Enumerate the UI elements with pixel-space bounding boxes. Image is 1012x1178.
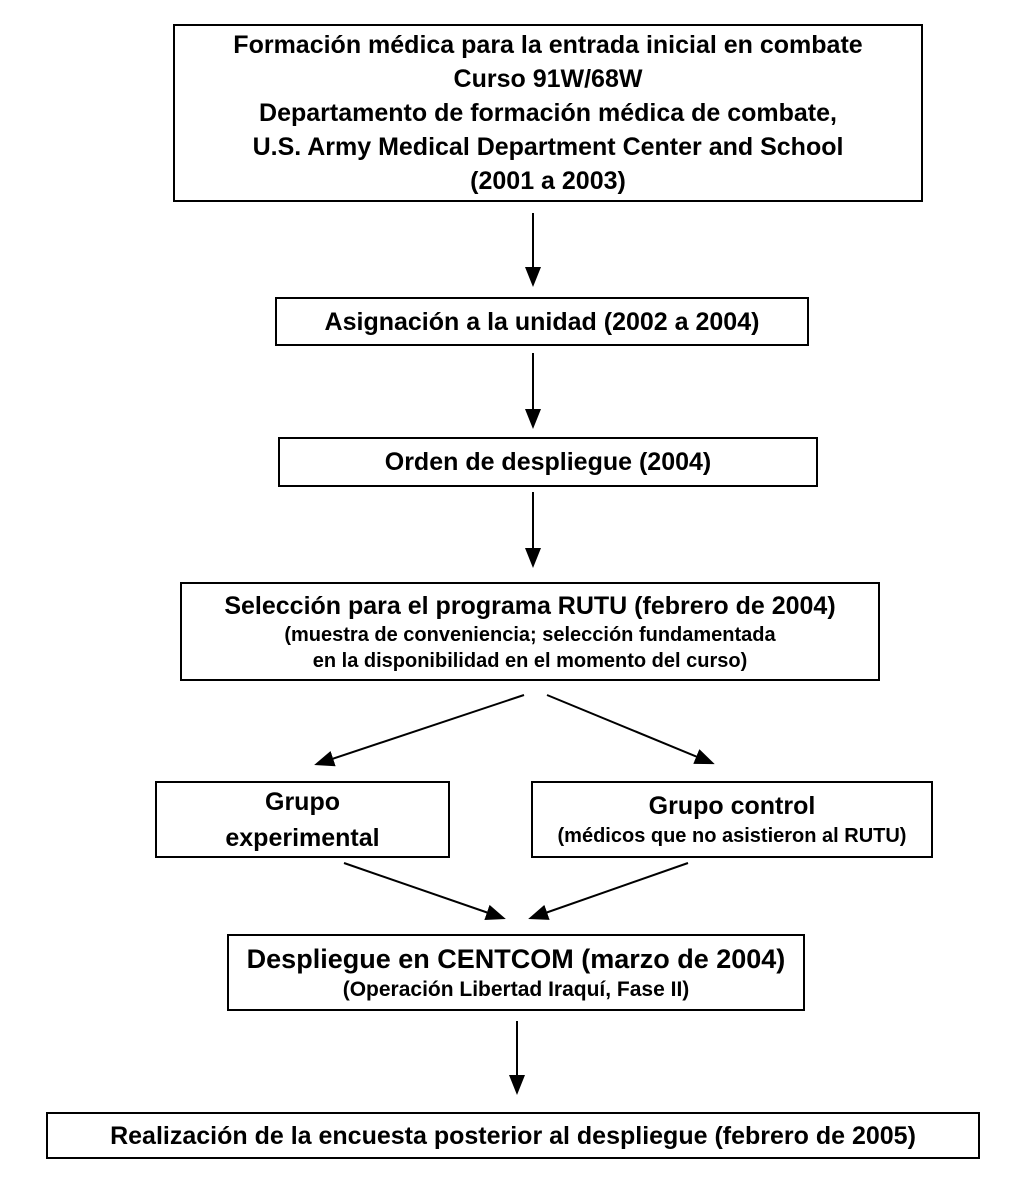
arrow-control-to-centcom-icon: [528, 862, 689, 920]
post-deployment-survey-label: Realización de la encuesta posterior al …: [110, 1121, 916, 1150]
unit-assignment-label: Asignación a la unidad (2002 a 2004): [324, 307, 760, 336]
control-group-note: (médicos que no asistieron al RUTU): [557, 825, 907, 847]
box-post-deployment-survey: Realización de la encuesta posterior al …: [46, 1112, 980, 1159]
experimental-group-line-2: experimental: [225, 823, 380, 852]
arrow-experimental-to-centcom-icon: [343, 862, 506, 921]
arrow-selection-to-control-icon: [546, 694, 715, 765]
box-control-group: Grupo control (médicos que no asistieron…: [531, 781, 933, 858]
box-centcom-deployment: Despliegue en CENTCOM (marzo de 2004) (O…: [227, 934, 805, 1011]
training-line-3: Departamento de formación médica de comb…: [259, 99, 837, 127]
box-initial-training: Formación médica para la entrada inicial…: [173, 24, 923, 202]
centcom-deployment-title: Despliegue en CENTCOM (marzo de 2004): [246, 944, 786, 974]
box-rutu-selection: Selección para el programa RUTU (febrero…: [180, 582, 880, 681]
centcom-deployment-note: (Operación Libertad Iraquí, Fase II): [342, 978, 690, 1001]
control-group-title: Grupo control: [648, 792, 816, 820]
training-line-5: (2001 a 2003): [470, 167, 626, 195]
rutu-selection-note-2: en la disponibilidad en el momento del c…: [312, 649, 748, 672]
arrow-selection-to-experimental-icon: [314, 694, 525, 767]
box-unit-assignment: Asignación a la unidad (2002 a 2004): [275, 297, 809, 346]
training-line-1: Formación médica para la entrada inicial…: [233, 31, 863, 59]
box-deployment-order: Orden de despliegue (2004): [278, 437, 818, 487]
box-experimental-group: Grupo experimental: [155, 781, 450, 858]
experimental-group-line-1: Grupo: [265, 787, 340, 816]
rutu-selection-title: Selección para el programa RUTU (febrero…: [224, 591, 836, 620]
training-line-2: Curso 91W/68W: [453, 65, 643, 93]
rutu-selection-note-1: (muestra de conveniencia; selección fund…: [284, 623, 776, 646]
training-line-4: U.S. Army Medical Department Center and …: [252, 133, 844, 161]
deployment-order-label: Orden de despliegue (2004): [384, 448, 712, 476]
